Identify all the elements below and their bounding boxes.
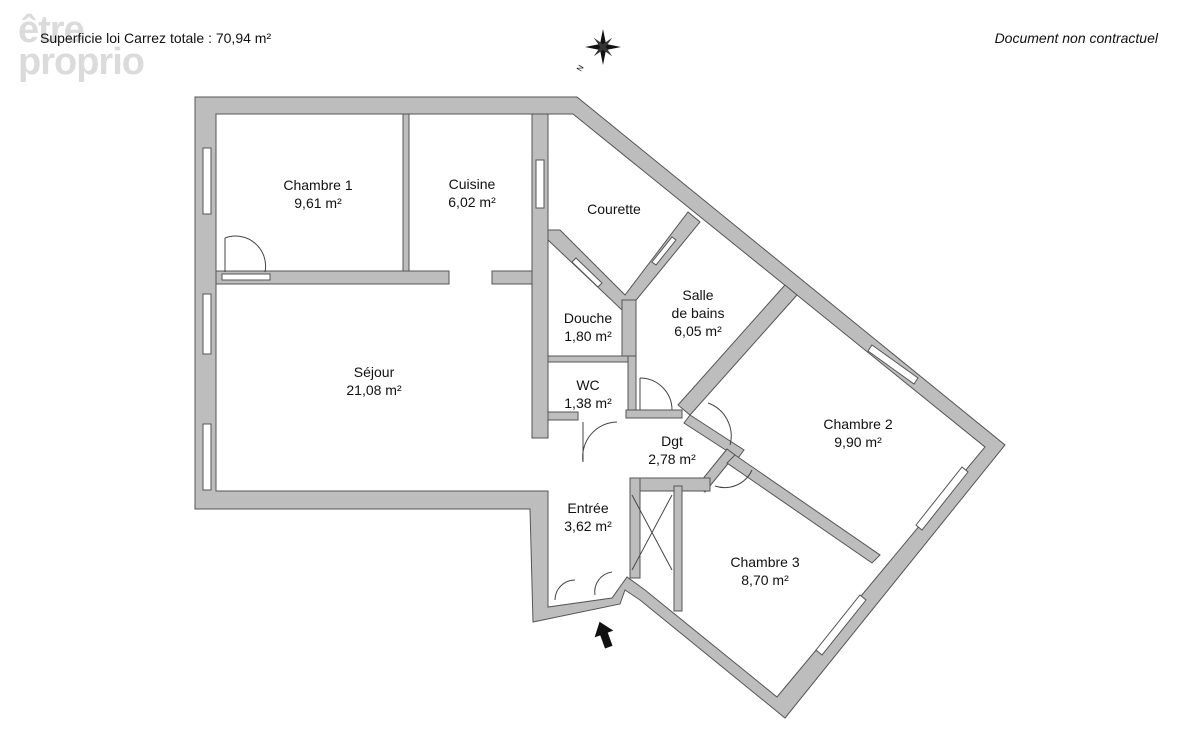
- room-cuisine-area: 6,02 m²: [448, 194, 496, 210]
- window: [867, 344, 919, 385]
- room-douche-name: Douche: [564, 310, 612, 326]
- entry-arrow-icon: [594, 621, 614, 649]
- room-chambre1-area: 9,61 m²: [294, 195, 342, 211]
- room-wc-name: WC: [576, 377, 599, 393]
- window: [202, 293, 212, 355]
- door-arc: [707, 402, 732, 446]
- room-sdb-name: Salle: [682, 287, 713, 303]
- room-chambre3-name: Chambre 3: [730, 554, 799, 570]
- window: [535, 159, 545, 209]
- door-arc: [714, 469, 753, 489]
- window: [651, 236, 677, 266]
- door-arc: [639, 377, 673, 411]
- door-arc: [224, 235, 267, 273]
- room-douche-area: 1,80 m²: [564, 328, 612, 344]
- window: [915, 466, 969, 531]
- room-sejour-area: 21,08 m²: [346, 382, 402, 398]
- room-sejour-name: Séjour: [354, 364, 395, 380]
- window: [221, 273, 271, 281]
- door-arc: [554, 579, 576, 601]
- room-entree-name: Entrée: [567, 500, 608, 516]
- compass-north-label: N: [575, 63, 586, 73]
- room-entree-area: 3,62 m²: [564, 518, 612, 534]
- room-cuisine-name: Cuisine: [449, 176, 496, 192]
- door-arc: [594, 571, 613, 596]
- room-labels: Chambre 1 9,61 m² Cuisine 6,02 m² Couret…: [283, 176, 892, 588]
- room-chambre2-area: 9,90 m²: [834, 434, 882, 450]
- watermark-logo: être proprio: [18, 9, 145, 83]
- room-sdb-area: 6,05 m²: [674, 323, 722, 339]
- room-dgt-area: 2,78 m²: [648, 451, 696, 467]
- room-courette-name: Courette: [587, 201, 641, 217]
- outer-walls: [194, 96, 1006, 719]
- disclaimer-text: Document non contractuel: [994, 30, 1158, 46]
- window: [202, 147, 212, 215]
- room-chambre3-area: 8,70 m²: [741, 572, 789, 588]
- room-chambre1-name: Chambre 1: [283, 177, 352, 193]
- room-dgt-name: Dgt: [661, 433, 683, 449]
- room-wc-area: 1,38 m²: [564, 395, 612, 411]
- window: [571, 257, 603, 288]
- door-arc: [582, 421, 618, 463]
- room-sdb-name2: de bains: [672, 305, 725, 321]
- window: [202, 423, 212, 491]
- doors: [224, 235, 753, 601]
- window: [815, 594, 867, 656]
- compass-icon: N: [575, 29, 621, 73]
- total-surface-text: Superficie loi Carrez totale : 70,94 m²: [40, 30, 272, 46]
- room-chambre2-name: Chambre 2: [823, 416, 892, 432]
- windows: [202, 147, 969, 656]
